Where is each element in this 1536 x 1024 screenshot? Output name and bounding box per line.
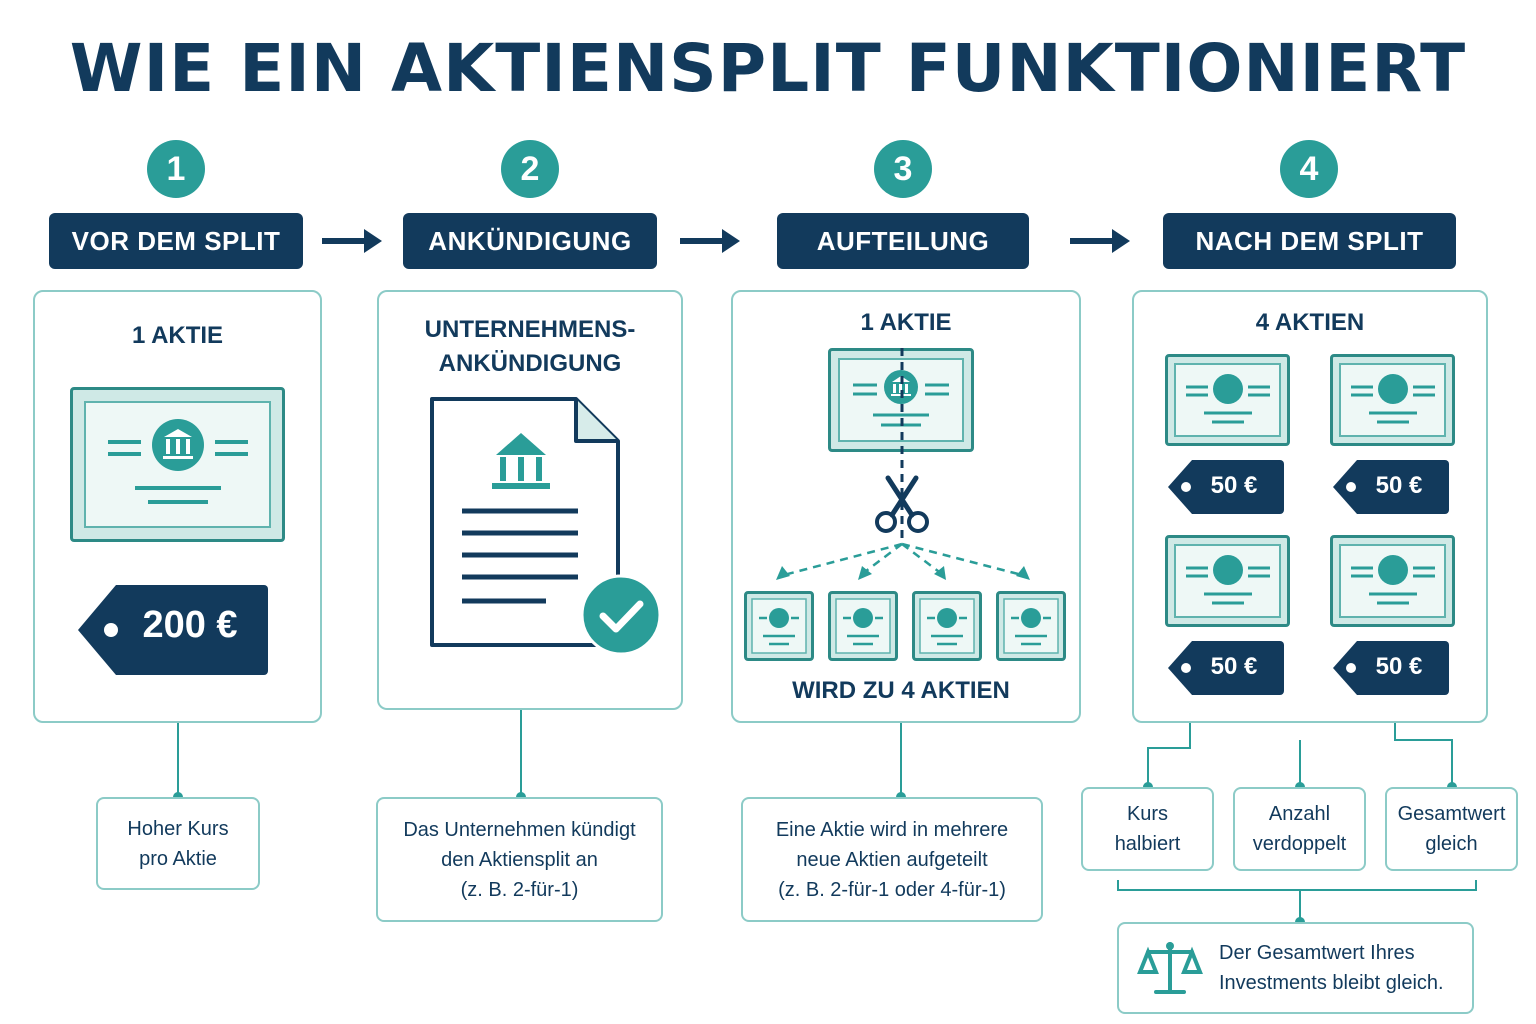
arrow-right-icon — [680, 229, 740, 253]
small-share-certificate — [828, 591, 898, 661]
share-certificate — [1330, 354, 1455, 446]
price-label: 50 € — [1375, 472, 1423, 499]
share-certificate — [70, 387, 285, 542]
price-tag-icon — [1333, 641, 1449, 695]
bank-icon — [751, 598, 807, 654]
price-label: 50 € — [1210, 472, 1258, 499]
price-label: 50 € — [1210, 653, 1258, 680]
scissors-icon — [875, 475, 929, 533]
bank-icon — [835, 598, 891, 654]
bank-icon — [84, 401, 271, 528]
bank-icon — [1003, 598, 1059, 654]
price-tag-icon — [78, 585, 268, 675]
split-arrows — [776, 566, 1030, 580]
share-certificate — [1165, 535, 1290, 627]
price-tag-icon — [1168, 460, 1284, 514]
share-certificate — [828, 348, 974, 452]
bank-icon — [1174, 363, 1281, 437]
checkmark-icon — [580, 574, 662, 656]
card-footer: WIRD ZU 4 AKTIEN — [792, 677, 1010, 704]
card-title: 4 AKTIEN — [1255, 309, 1365, 336]
bank-icon — [1339, 363, 1446, 437]
split-guides — [779, 348, 1027, 578]
bank-icon — [1339, 544, 1446, 618]
step-number-2: 2 — [501, 140, 559, 198]
price-label: 200 € — [142, 604, 238, 646]
small-share-certificate — [996, 591, 1066, 661]
step-number-1: 1 — [147, 140, 205, 198]
phase-label-division: AUFTEILUNG — [777, 213, 1029, 269]
small-share-certificate — [744, 591, 814, 661]
arrow-right-icon — [322, 229, 382, 253]
bank-icon — [919, 598, 975, 654]
step-number-3: 3 — [874, 140, 932, 198]
bank-icon — [1174, 544, 1281, 618]
small-share-certificate — [912, 591, 982, 661]
phase-label-after: NACH DEM SPLIT — [1163, 213, 1456, 269]
bank-icon — [838, 358, 964, 442]
document-icon — [430, 397, 620, 647]
phase-label-before: VOR DEM SPLIT — [49, 213, 303, 269]
share-certificate — [1165, 354, 1290, 446]
step-number-4: 4 — [1280, 140, 1338, 198]
price-tag-icon — [1333, 460, 1449, 514]
price-tag-icon — [1168, 641, 1284, 695]
price-label: 50 € — [1375, 653, 1423, 680]
card-title: 1 AKTIE — [860, 309, 952, 336]
scale-icon — [1137, 942, 1203, 994]
card-title: UNTERNEHMENS- ANKÜNDIGUNG — [424, 316, 636, 377]
share-certificate — [1330, 535, 1455, 627]
page-title: WIE EIN AKTIENSPLIT FUNKTIONIERT — [69, 30, 1467, 107]
phase-label-announcement: ANKÜNDIGUNG — [403, 213, 657, 269]
card-title: 1 AKTIE — [131, 322, 224, 349]
arrow-right-icon — [1070, 229, 1130, 253]
